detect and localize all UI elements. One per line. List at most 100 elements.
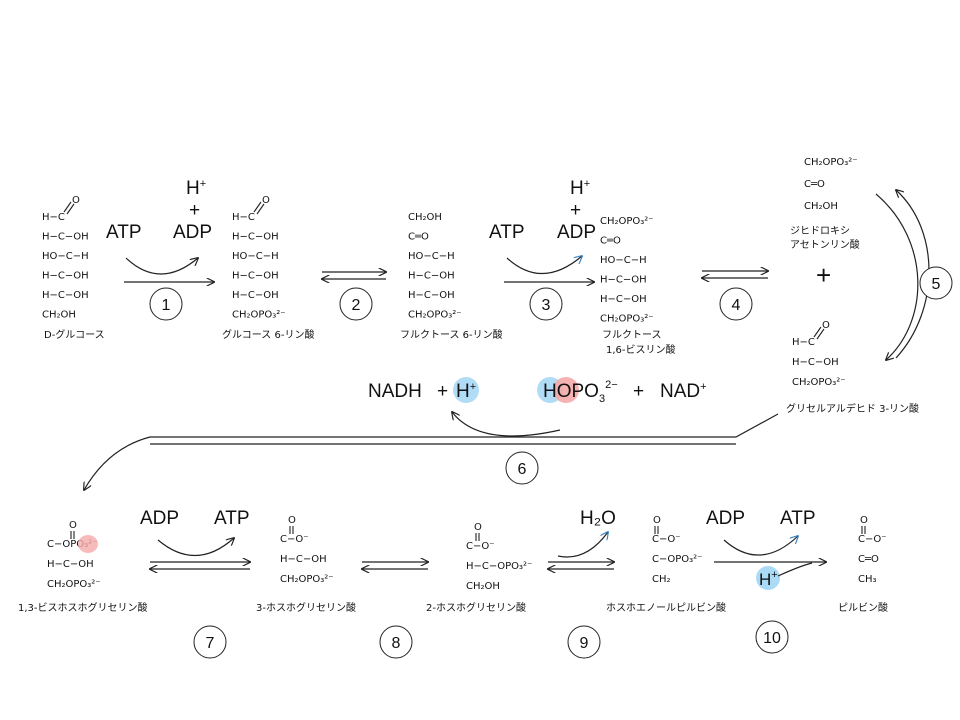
step-5-reaction — [875, 190, 930, 360]
step-9-reaction: H₂O — [548, 508, 616, 569]
f16bp-structure-line: H−C−OH — [600, 275, 647, 286]
glucose-structure-line: CH₂OH — [42, 310, 76, 321]
svg-text:5: 5 — [932, 276, 941, 293]
label-1-3-bpg: 1,3-ビスホスホグリセリン酸 — [18, 601, 148, 614]
label-dhap-line2: アセトンリン酸 — [790, 238, 860, 251]
phosphate-in-6: HOPO32− — [543, 379, 618, 405]
bpg13-structure-line: CH₂OPO₃²⁻ — [47, 579, 101, 590]
carbonyl-bond-pyruvate: O — [860, 515, 868, 534]
pg2-structure-line: CH₂OH — [466, 581, 500, 592]
pep-structure-line: CH₂ — [652, 574, 671, 585]
molecule-gap: H−C H−C−OH CH₂OPO₃²⁻ — [792, 337, 846, 388]
f6p-structure-line: CH₂OPO₃²⁻ — [408, 310, 462, 321]
step-6-reaction: NADH + H+ HOPO32− + NAD+ — [84, 377, 779, 490]
nad-in-6: NAD+ — [660, 381, 707, 402]
proton-highlight-10 — [756, 566, 780, 590]
pyruvate-structure-line: C−O⁻ — [858, 534, 887, 545]
f16bp-structure-line: CH₂OPO₃²⁻ — [600, 216, 654, 227]
f16bp-structure-line: HO−C−H — [600, 255, 647, 266]
step-badge-5: 5 — [919, 266, 953, 300]
svg-text:O: O — [72, 195, 80, 206]
svg-text:O: O — [474, 522, 482, 533]
svg-text:6: 6 — [518, 461, 527, 478]
bpg13-structure-line: C−OPO₃²⁻ — [47, 539, 97, 550]
f16bp-structure-line: C═O — [600, 236, 621, 247]
step-3-reaction: ATP H+ + ADP — [489, 178, 596, 282]
nadh-label: NADH — [368, 381, 422, 402]
f6p-structure-line: HO−C−H — [408, 251, 455, 262]
step-10-reaction: ADP ATP H+ — [706, 508, 826, 590]
atp-in-1: ATP — [106, 222, 142, 243]
step-badge-2: 2 — [339, 287, 373, 321]
pg2-structure-line: H−C−OPO₃²⁻ — [466, 561, 532, 572]
h-out-1: H+ — [186, 178, 206, 199]
pyruvate-structure-line: C═O — [858, 554, 879, 565]
svg-text:O: O — [860, 515, 868, 526]
h-out-6: H+ — [456, 381, 476, 402]
f6p-structure-line: C═O — [408, 232, 429, 243]
aldehyde-bond-g6p: O — [253, 195, 270, 215]
water-out-9: H₂O — [580, 508, 616, 529]
gap-structure-line: H−C — [792, 337, 815, 348]
pyruvate-structure-line: CH₃ — [858, 574, 877, 585]
aldehyde-bond-gap: O — [813, 320, 830, 340]
carbonyl-bond-3-pg: O — [288, 515, 296, 534]
atp-out-7: ATP — [214, 508, 250, 529]
pep-structure-line: C−OPO₃²⁻ — [652, 554, 702, 565]
step-badge-7: 7 — [193, 625, 227, 659]
aldehyde-bond-glucose: O — [63, 195, 80, 215]
label-glucose: D-グルコース — [44, 328, 105, 341]
svg-text:8: 8 — [392, 635, 401, 652]
svg-text:O: O — [262, 195, 270, 206]
step-badge-1: 1 — [149, 287, 183, 321]
svg-text:O: O — [288, 515, 296, 526]
molecule-pyruvate: C−O⁻ C═O CH₃ — [858, 534, 887, 585]
step-numbers: 1 2 3 4 5 6 7 8 9 10 — [149, 266, 953, 659]
carbonyl-bond-2-pg: O — [474, 522, 482, 541]
label-gap: グリセルアルデヒド 3-リン酸 — [786, 402, 919, 415]
step-badge-8: 8 — [379, 625, 413, 659]
label-fructose-1-6-bisphosphate-line2: 1,6-ビスリン酸 — [606, 343, 676, 356]
svg-text:10: 10 — [763, 630, 781, 647]
label-fructose-6-phosphate: フルクトース 6-リン酸 — [400, 328, 503, 341]
label-2-pg: 2-ホスホグリセリン酸 — [426, 601, 526, 614]
adp-out-3: ADP — [557, 222, 596, 243]
g6p-structure-line: H−C−OH — [232, 271, 279, 282]
gap-structure-line: CH₂OPO₃²⁻ — [792, 377, 846, 388]
step-7-reaction: ADP ATP — [140, 508, 250, 569]
g6p-structure-line: H−C — [232, 212, 255, 223]
svg-text:2: 2 — [352, 297, 361, 314]
plus-3: + — [570, 200, 581, 221]
pg3-structure-line: CH₂OPO₃²⁻ — [280, 574, 334, 585]
svg-text:4: 4 — [732, 297, 741, 314]
f16bp-structure-line: H−C−OH — [600, 294, 647, 305]
molecule-pep: C−O⁻ C−OPO₃²⁻ CH₂ — [652, 534, 702, 585]
svg-text:3: 3 — [542, 297, 551, 314]
dhap-structure-line: CH₂OH — [804, 201, 838, 212]
pg3-structure-line: H−C−OH — [280, 554, 327, 565]
svg-text:1: 1 — [162, 297, 171, 314]
glucose-structure-line: HO−C−H — [42, 251, 89, 262]
step-8-reaction — [362, 562, 428, 569]
molecule-2-pg: C−O⁻ H−C−OPO₃²⁻ CH₂OH — [466, 541, 532, 592]
glucose-structure-line: H−C — [42, 212, 65, 223]
gap-structure-line: H−C−OH — [792, 357, 839, 368]
svg-text:O: O — [69, 520, 77, 531]
plus-4: + — [816, 260, 831, 290]
g6p-structure-line: HO−C−H — [232, 251, 279, 262]
dhap-structure-line: C═O — [804, 179, 825, 190]
step-badge-10: 10 — [755, 620, 789, 654]
label-glucose-6-phosphate: グルコース 6-リン酸 — [222, 328, 314, 341]
glucose-structure-line: H−C−OH — [42, 232, 89, 243]
phosphate-oxygen-highlight — [78, 535, 98, 553]
label-dhap-line1: ジヒドロキシ — [790, 225, 850, 237]
pep-structure-line: C−O⁻ — [652, 534, 681, 545]
svg-text:7: 7 — [206, 635, 215, 652]
step-badge-6: 6 — [505, 451, 539, 485]
pg2-structure-line: C−O⁻ — [466, 541, 495, 552]
step-2-reaction — [322, 272, 386, 279]
